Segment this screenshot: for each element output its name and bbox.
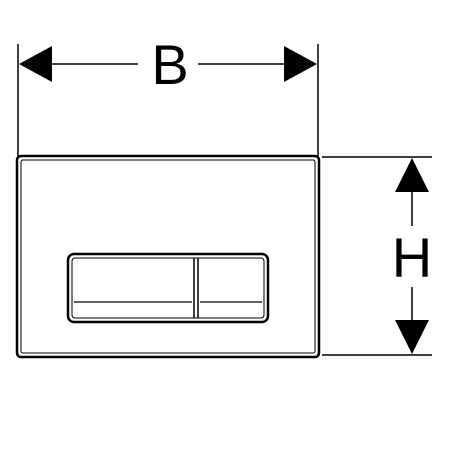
plate-inner-edge bbox=[20, 159, 316, 354]
height-arrow-bottom bbox=[395, 320, 429, 354]
height-label: H bbox=[392, 226, 432, 289]
height-arrow-top bbox=[395, 158, 429, 192]
height-dimension: H bbox=[392, 158, 432, 354]
flush-plate bbox=[15, 154, 321, 359]
plate-outer-edge bbox=[15, 154, 321, 359]
width-arrow-right bbox=[284, 46, 317, 82]
button-frame bbox=[66, 252, 270, 324]
button-frame-inner bbox=[71, 257, 265, 319]
button-frame-outer bbox=[66, 252, 270, 324]
width-dimension: B bbox=[19, 33, 317, 96]
width-label: B bbox=[151, 33, 188, 96]
width-arrow-left bbox=[19, 46, 52, 82]
